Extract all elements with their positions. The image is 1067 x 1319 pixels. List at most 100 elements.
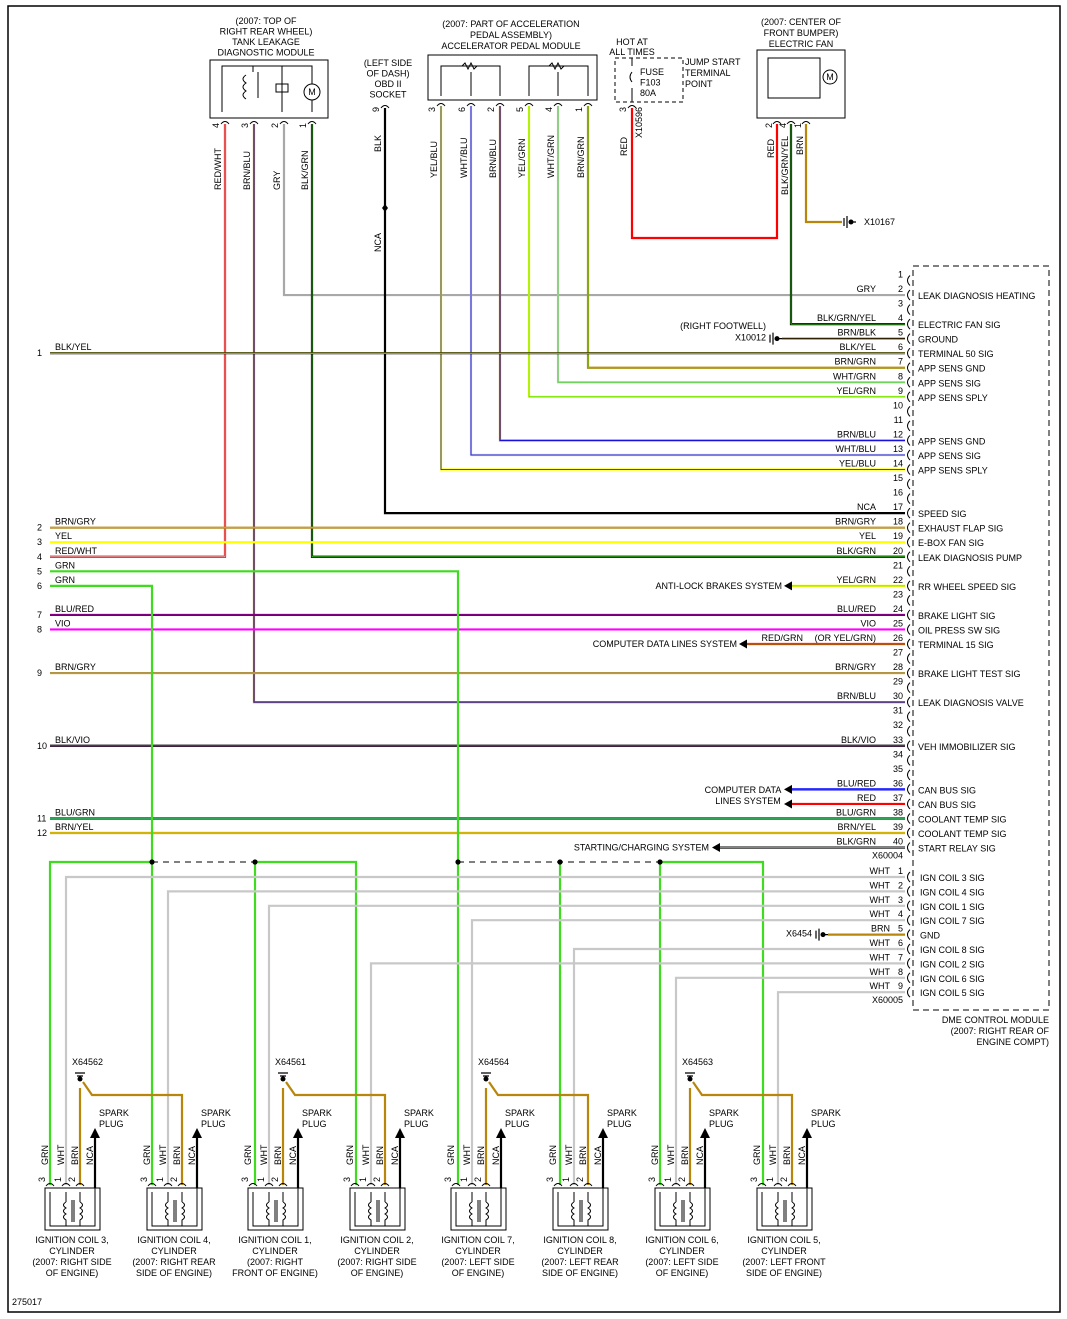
dme-wire-label: BRN/GRY [835, 517, 876, 527]
spark-plug-arrow-icon [598, 1128, 608, 1138]
coil-pin [569, 1183, 579, 1187]
dme-signal-label: APP SENS SPLY [918, 393, 988, 403]
pedal-pin [583, 103, 593, 107]
ground-id: X6454 [786, 929, 812, 939]
coil-pin [380, 1183, 390, 1187]
pedal-pin-number: 1 [574, 107, 584, 112]
tank-module-title: RIGHT REAR WHEEL) [220, 27, 313, 37]
wire-pedal-tracer [528, 106, 905, 398]
dme-pin-socket [907, 551, 911, 563]
wire-color-label: BLK/GRN [300, 150, 310, 190]
coil-pin-number: 2 [677, 1177, 687, 1182]
dme-module-title: (2007: RIGHT REAR OF [951, 1026, 1050, 1036]
coil-pin-number: 3 [545, 1177, 555, 1182]
dme-pin-socket [907, 449, 911, 461]
dme-pin-socket [907, 638, 911, 650]
dme-pin-socket [907, 493, 911, 504]
left-wire-label: GRN [55, 575, 75, 585]
starting-charging-system-link: STARTING/CHARGING SYSTEM [574, 843, 709, 853]
dme-wire-label: BRN/BLU [837, 429, 876, 439]
coil-pin-number: 1 [765, 1177, 775, 1182]
tank-pin [279, 121, 289, 125]
dme-pin-socket [907, 871, 911, 883]
left-wire-number: 9 [37, 668, 42, 678]
spark-plug-label: SPARK [709, 1108, 739, 1118]
dme-pin-socket [907, 769, 911, 781]
obd-pin [380, 105, 390, 109]
dme-wire-label: YEL/BLU [839, 459, 876, 469]
left-wire-number: 5 [37, 566, 42, 576]
dme-pin-number: 11 [894, 415, 903, 425]
dme-pin-number: 5 [898, 924, 903, 934]
wire-color-label: RED [766, 138, 776, 158]
ignition-coil-title: (2007: RIGHT REAR [132, 1257, 216, 1267]
dme-pin-number: 4 [898, 909, 903, 919]
spark-plug-arrow-icon [802, 1128, 812, 1138]
dme-wire-label: BRN/GRY [835, 662, 876, 672]
left-wire-number: 7 [37, 610, 42, 620]
dme-pin-socket [907, 275, 911, 286]
coil-winding-icon [151, 1188, 198, 1227]
wire-green-coil3 [48, 860, 152, 1185]
dme-wire-label: WHT [870, 952, 891, 962]
wire-green-coil2 [255, 860, 358, 1185]
dme-pin-socket [907, 536, 911, 548]
ignition-coil-title: IGNITION COIL 5, [747, 1235, 820, 1245]
coil-wire-label: WHT [564, 1144, 574, 1165]
dme-signal-label: OIL PRESS SW SIG [918, 625, 1000, 635]
dme-pin-socket [907, 696, 911, 708]
coil-pin-number: 3 [342, 1177, 352, 1182]
wire-pedal-tracer [470, 106, 905, 456]
ignition-coil-title: (2007: RIGHT SIDE [337, 1257, 416, 1267]
ignition-coil-title: SIDE OF ENGINE) [542, 1268, 618, 1278]
dme-pin-number: 8 [898, 371, 903, 381]
wire-pedal-tracer [587, 106, 905, 369]
pedal-module-title: PEDAL ASSEMBLY) [470, 30, 552, 40]
dme-pin-number: 40 [893, 837, 903, 847]
dme-pin-number: 14 [893, 459, 903, 469]
ignition-coil-title: IGNITION COIL 1, [238, 1235, 311, 1245]
dme-signal-label: IGN COIL 6 SIG [920, 974, 985, 984]
tank-pin-number: 4 [211, 123, 221, 128]
coil-pin [787, 1183, 797, 1187]
coil-pin [553, 1183, 563, 1187]
ignition-coil-title: OF ENGINE) [46, 1268, 99, 1278]
coil-wire-label: BRN [782, 1146, 792, 1165]
coil-pin-number: 1 [561, 1177, 571, 1182]
dme-pin-socket [907, 624, 911, 635]
tank-module-title: TANK LEAKAGE [232, 37, 300, 47]
dme-pin-number: 6 [898, 938, 903, 948]
ground-icon-dot [820, 932, 826, 938]
dme-signal-label: ELECTRIC FAN SIG [918, 320, 1001, 330]
dme-signal-label: IGN COIL 4 SIG [920, 887, 985, 897]
wire-white-coil [369, 962, 905, 1185]
coil-wire-label: WHT [768, 1144, 778, 1165]
ground-icon-dot [77, 1076, 83, 1082]
dme-pin-number: 26 [893, 633, 903, 643]
wire-color-label: GRY [272, 171, 282, 190]
ignition-coil-title: SIDE OF ENGINE) [746, 1268, 822, 1278]
pedal-pin-number: 2 [486, 107, 496, 112]
wire-color-label: BRN/GRN [576, 136, 586, 178]
left-wire-label: BLU/GRN [55, 807, 95, 817]
wire-white-coil [674, 976, 905, 1185]
dme-pin-number: 17 [893, 502, 903, 512]
dme-signal-label: LEAK DIAGNOSIS PUMP [918, 553, 1022, 563]
ignition-coil-title: (2007: LEFT REAR [541, 1257, 619, 1267]
dme-pin-socket [907, 376, 911, 388]
electric-fan-title: ELECTRIC FAN [769, 39, 834, 49]
wire-color-label: YEL/BLU [429, 141, 439, 178]
dme-signal-label: IGN COIL 2 SIG [920, 959, 985, 969]
ground-location-label: (RIGHT FOOTWELL) [680, 321, 766, 331]
wire-obd-pin9 [383, 108, 905, 515]
dme-signal-label: COOLANT TEMP SIG [918, 829, 1007, 839]
dme-pin-number: 10 [893, 400, 903, 410]
fan-pin-number: 4 [778, 123, 788, 128]
dme-pin-socket [907, 420, 911, 432]
coil-pin-number: 3 [443, 1177, 453, 1182]
dme-module-title: DME CONTROL MODULE [942, 1015, 1049, 1025]
electric-fan-title: (2007: CENTER OF [761, 17, 842, 27]
fan-box [756, 49, 846, 119]
tank-module-title: DIAGNOSTIC MODULE [217, 48, 314, 58]
